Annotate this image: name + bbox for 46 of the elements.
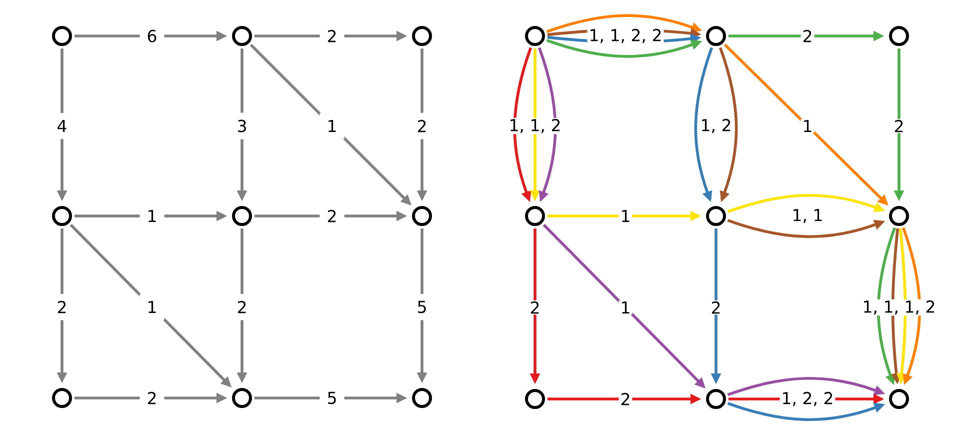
edge-label: 1 — [140, 294, 164, 320]
edge-label: 2 — [50, 294, 74, 320]
node-circle — [889, 389, 909, 409]
node-circle — [232, 388, 252, 408]
node-circle — [412, 388, 432, 408]
node-circle — [232, 206, 252, 226]
edge-label: 1, 1, 1, 2 — [860, 299, 938, 316]
edge-label: 2 — [140, 384, 164, 412]
edge-label: 1 — [618, 300, 632, 315]
node-circle — [525, 389, 545, 409]
edge-label: 2 — [892, 118, 906, 134]
edge-label: 1 — [800, 118, 814, 133]
edge-label: 1, 2 — [698, 118, 734, 134]
edge-label: 2 — [320, 22, 344, 50]
edge-label: 6 — [140, 22, 164, 50]
edge-label: 2 — [320, 202, 344, 230]
edge-label: 1 — [618, 208, 632, 224]
edge-label: 2 — [618, 392, 632, 406]
node-circle — [412, 206, 432, 226]
node-circle — [412, 26, 432, 46]
edge-label: 1 — [140, 202, 164, 230]
edge-label: 2 — [230, 294, 254, 320]
edge-label: 1, 1 — [790, 208, 825, 224]
node-circle — [52, 388, 72, 408]
node-circle — [706, 206, 726, 226]
edge-label: 5 — [410, 294, 434, 320]
edge-label: 1, 2, 2 — [780, 390, 836, 408]
node-circle — [52, 26, 72, 46]
edge-label: 2 — [528, 300, 542, 315]
edge-label: 2 — [410, 112, 434, 140]
node-circle — [52, 206, 72, 226]
edge-label: 4 — [50, 112, 74, 140]
edge-label: 1 — [320, 112, 344, 140]
edge-label: 1, 1, 2, 2 — [587, 28, 664, 44]
node-circle — [706, 26, 726, 46]
edge-label: 2 — [800, 28, 814, 44]
edge-label: 3 — [230, 112, 254, 140]
edge-label: 5 — [320, 384, 344, 412]
node-circle — [525, 26, 545, 46]
node-circle — [232, 26, 252, 46]
node-circle — [889, 206, 909, 226]
node-circle — [889, 26, 909, 46]
edge-label: 2 — [709, 300, 723, 315]
node-circle — [525, 206, 545, 226]
node-circle — [706, 389, 726, 409]
edge-label: 1, 1, 2 — [507, 118, 563, 134]
